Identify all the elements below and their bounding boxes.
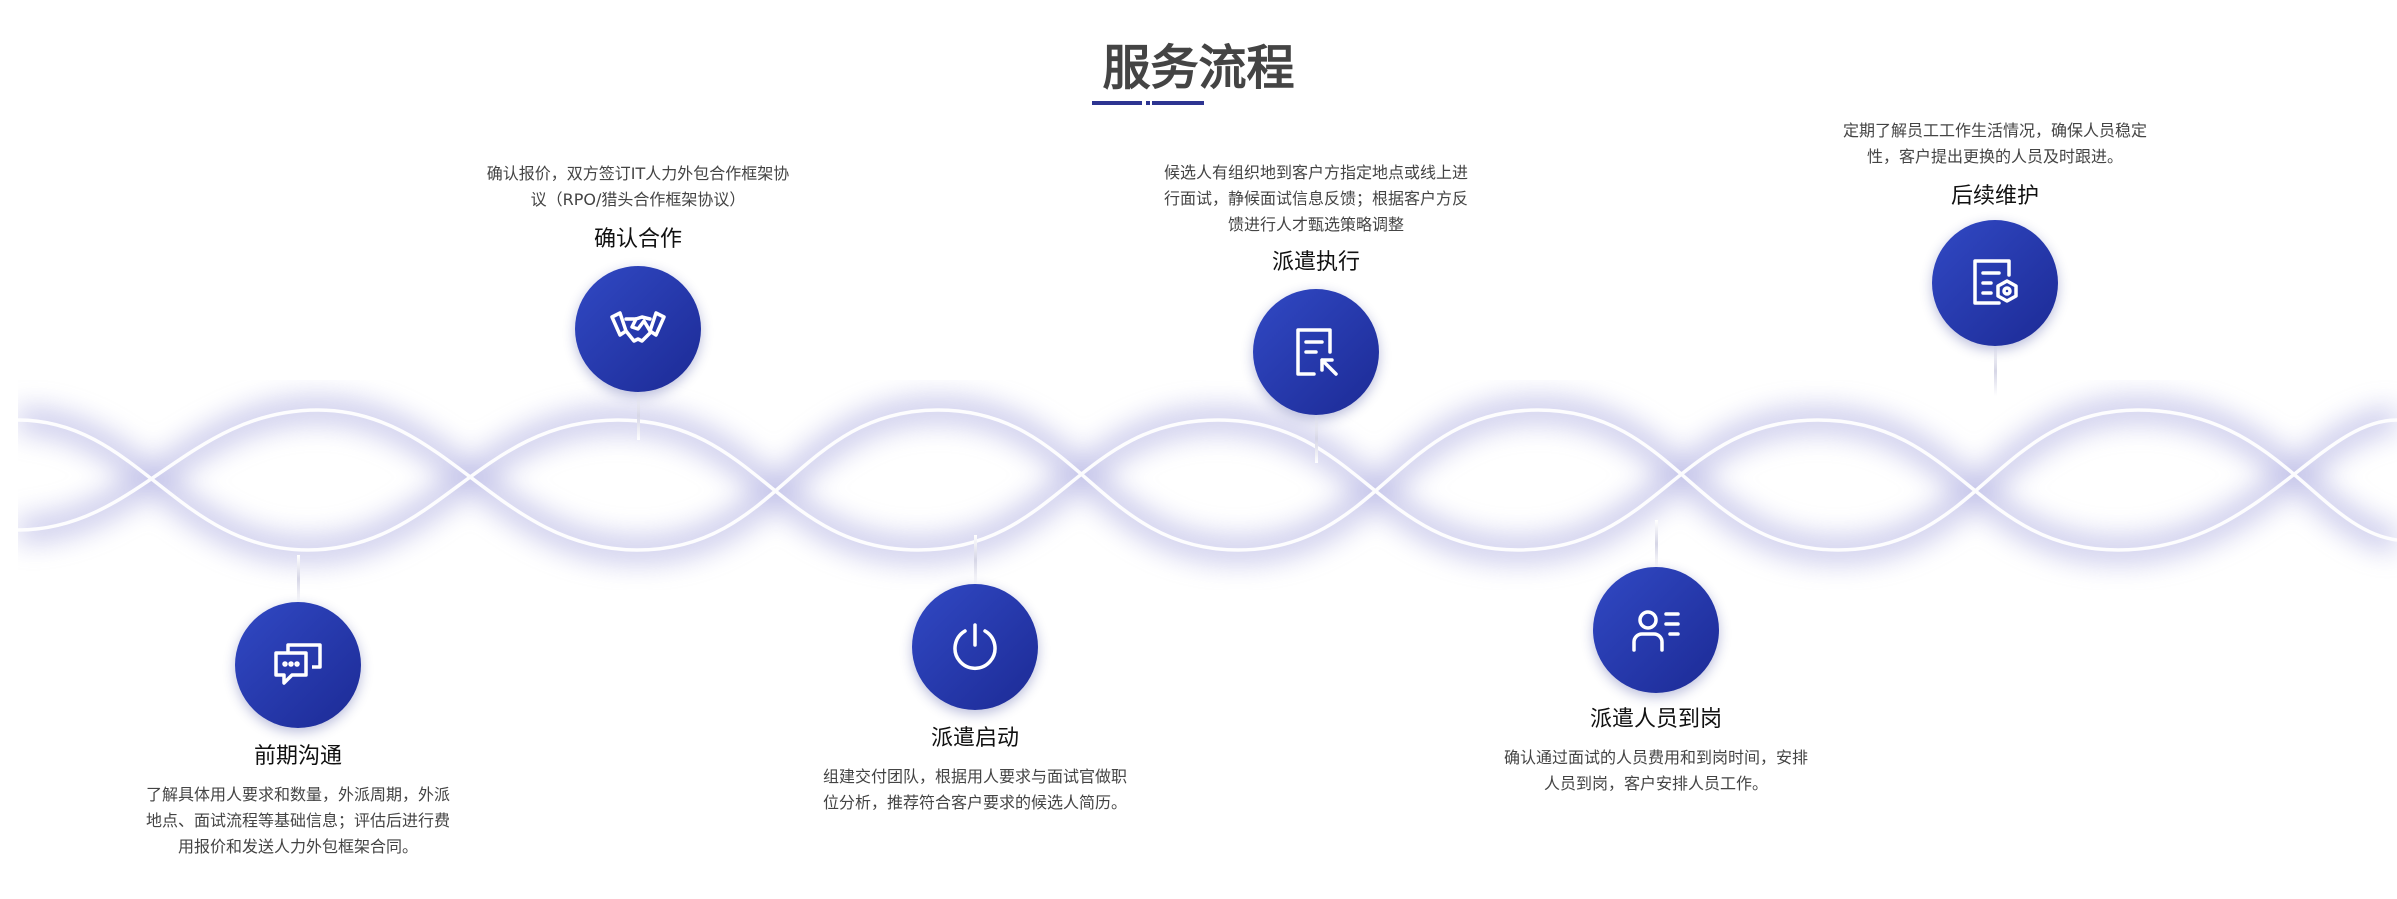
chat-bubbles-icon	[274, 643, 322, 685]
connector-line	[974, 535, 977, 585]
step-description: 了解具体用人要求和数量，外派周期，外派 地点、面试流程等基础信息；评估后进行费 …	[108, 782, 488, 860]
step-title: 后续维护	[1950, 184, 2039, 209]
step-4-circle	[1253, 289, 1379, 415]
desc-line: 组建交付团队，根据用人要求与面试官做职	[822, 767, 1127, 786]
step-description: 确认报价，双方签订IT人力外包合作框架协 议（RPO/猎头合作框架协议）	[448, 161, 828, 213]
step-title: 派遣执行	[1271, 250, 1360, 275]
desc-line: 性，客户提出更换的人员及时跟进。	[1866, 147, 2123, 166]
title-underline-dot	[1146, 101, 1150, 105]
desc-line: 确认报价，双方签订IT人力外包合作框架协	[486, 164, 790, 183]
step-title: 前期沟通	[253, 744, 342, 769]
desc-line: 议（RPO/猎头合作框架协议）	[530, 190, 746, 209]
wave-band	[18, 398, 2397, 562]
connector-line	[1315, 415, 1318, 463]
desc-line: 行面试，静候面试信息反馈；根据客户方反	[1163, 189, 1468, 208]
desc-line: 人员到岗，客户安排人员工作。	[1543, 774, 1768, 793]
connector-line	[637, 392, 640, 440]
page-title: 服务流程	[1102, 40, 1295, 96]
title-underline-left	[1092, 101, 1142, 105]
step-description: 确认通过面试的人员费用和到岗时间，安排 人员到岗，客户安排人员工作。	[1466, 745, 1846, 797]
connector-line	[1994, 346, 1997, 396]
power-icon	[953, 623, 997, 670]
desc-line: 了解具体用人要求和数量，外派周期，外派	[145, 785, 450, 804]
step-3: 派遣启动 组建交付团队，根据用人要求与面试官做职 位分析，推荐符合客户要求的候选…	[785, 724, 1165, 816]
step-2: 确认报价，双方签订IT人力外包合作框架协 议（RPO/猎头合作框架协议） 确认合…	[448, 161, 828, 255]
connector-line	[297, 555, 300, 603]
step-description: 定期了解员工工作生活情况，确保人员稳定 性，客户提出更换的人员及时跟进。	[1805, 118, 2185, 170]
wave-line	[18, 408, 2397, 552]
step-1: 前期沟通 了解具体用人要求和数量，外派周期，外派 地点、面试流程等基础信息；评估…	[108, 742, 488, 860]
step-5-circle	[1593, 567, 1719, 693]
desc-line: 馈进行人才甄选策略调整	[1227, 215, 1404, 234]
handshake-icon	[610, 311, 666, 343]
document-settings-icon	[1973, 259, 2018, 305]
desc-line: 地点、面试流程等基础信息；评估后进行费	[145, 811, 450, 830]
wave-line	[18, 418, 2397, 552]
person-list-icon	[1632, 610, 1680, 652]
step-6: 定期了解员工工作生活情况，确保人员稳定 性，客户提出更换的人员及时跟进。 后续维…	[1805, 118, 2185, 212]
desc-line: 确认通过面试的人员费用和到岗时间，安排	[1503, 748, 1808, 767]
step-title: 确认合作	[593, 227, 682, 252]
desc-line: 用报价和发送人力外包框架合同。	[177, 837, 418, 856]
title-underline-right	[1152, 101, 1204, 105]
step-2-circle	[575, 266, 701, 392]
step-title: 派遣启动	[930, 726, 1019, 751]
step-1-circle	[235, 602, 361, 728]
step-3-circle	[912, 584, 1038, 710]
step-title: 派遣人员到岗	[1589, 707, 1722, 732]
document-cursor-icon	[1296, 328, 1338, 376]
desc-line: 位分析，推荐符合客户要求的候选人简历。	[822, 793, 1127, 812]
step-description: 组建交付团队，根据用人要求与面试官做职 位分析，推荐符合客户要求的候选人简历。	[785, 764, 1165, 816]
connector-line	[1655, 520, 1658, 568]
step-6-circle	[1932, 220, 2058, 346]
step-5: 派遣人员到岗 确认通过面试的人员费用和到岗时间，安排 人员到岗，客户安排人员工作…	[1466, 705, 1846, 797]
desc-line: 定期了解员工工作生活情况，确保人员稳定	[1842, 121, 2147, 140]
step-description: 候选人有组织地到客户方指定地点或线上进 行面试，静候面试信息反馈；根据客户方反 …	[1126, 160, 1506, 238]
step-4: 候选人有组织地到客户方指定地点或线上进 行面试，静候面试信息反馈；根据客户方反 …	[1126, 160, 1506, 278]
desc-line: 候选人有组织地到客户方指定地点或线上进	[1163, 163, 1468, 182]
